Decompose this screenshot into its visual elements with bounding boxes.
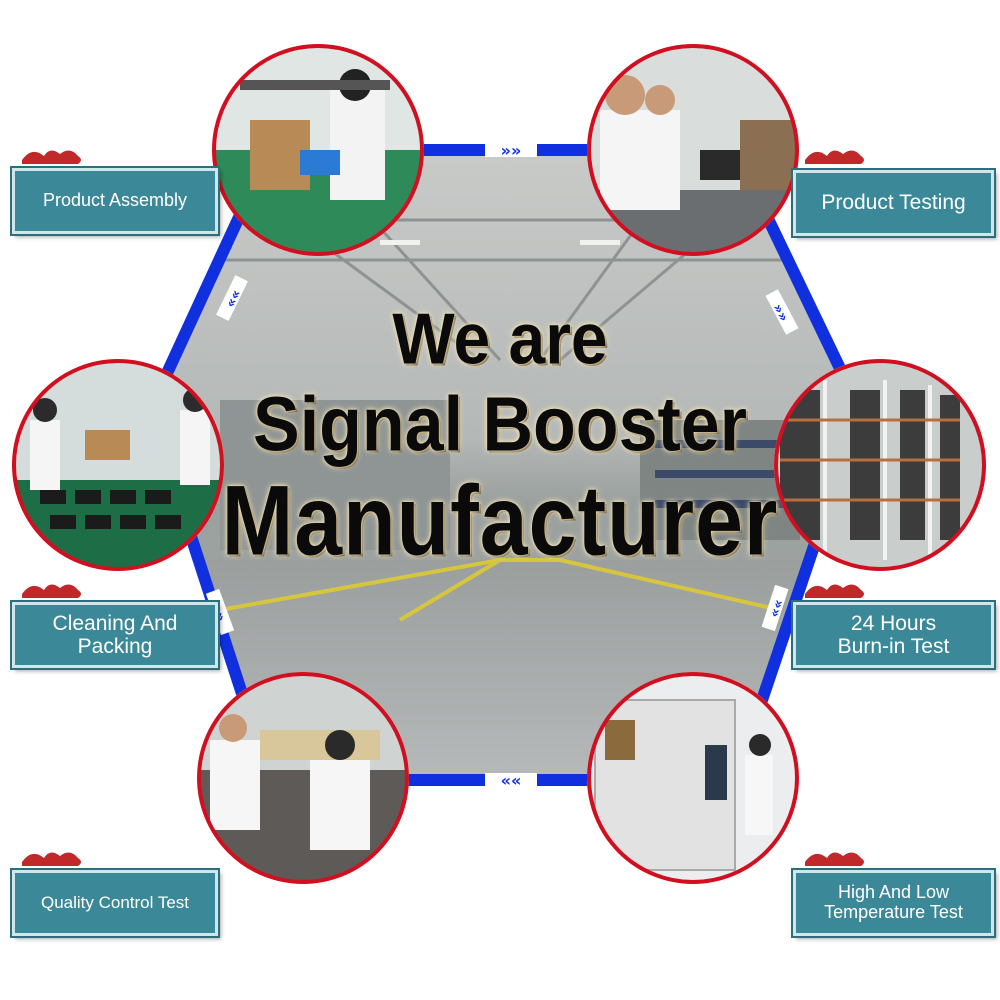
label-quality-control: Quality Control Test bbox=[12, 870, 218, 936]
label-product-assembly: Product Assembly bbox=[12, 168, 218, 234]
label-product-testing-text: Product Testing bbox=[821, 191, 966, 215]
label-cleaning-packing-line2: Packing bbox=[77, 635, 153, 658]
label-burn-in-test: 24 Hours Burn-in Test bbox=[793, 602, 994, 668]
label-cleaning-packing-line1: Cleaning And bbox=[52, 611, 178, 635]
headline-line-3: Manufacturer bbox=[221, 465, 779, 577]
svg-text:««: «« bbox=[766, 598, 787, 620]
label-burn-in-line1: 24 Hours bbox=[850, 611, 937, 635]
headline-line-1: We are bbox=[392, 297, 608, 379]
photo-quality-control bbox=[197, 672, 409, 884]
label-burn-in-line2: Burn-in Test bbox=[837, 635, 950, 658]
photo-temperature-test bbox=[587, 672, 799, 884]
label-product-assembly-text: Product Assembly bbox=[42, 190, 188, 211]
arrow-top-icon: »» bbox=[485, 141, 537, 160]
photo-product-testing bbox=[587, 44, 799, 256]
label-temperature-test: High And Low Temperature Test bbox=[793, 870, 994, 936]
label-temperature-line2: Temperature Test bbox=[824, 902, 963, 922]
ornament-icon bbox=[22, 150, 864, 866]
svg-text:»»: »» bbox=[501, 141, 522, 160]
svg-text:»»: »» bbox=[769, 301, 792, 324]
arrow-right-lower-icon: «« bbox=[761, 584, 789, 632]
photo-burn-in-test bbox=[774, 359, 986, 571]
arrow-bottom-icon: «« bbox=[485, 771, 537, 790]
label-temperature-line1: High And Low bbox=[837, 882, 950, 903]
svg-text:««: «« bbox=[223, 287, 245, 310]
photo-cleaning-packing bbox=[12, 359, 224, 571]
label-product-testing: Product Testing bbox=[793, 170, 994, 236]
svg-text:««: «« bbox=[501, 771, 522, 790]
label-quality-control-text: Quality Control Test bbox=[40, 892, 190, 912]
headline-line-2: Signal Booster bbox=[253, 381, 747, 467]
arrow-right-upper-icon: »» bbox=[765, 289, 799, 335]
arrow-left-upper-icon: «« bbox=[216, 275, 248, 321]
label-cleaning-packing: Cleaning And Packing bbox=[12, 602, 218, 668]
